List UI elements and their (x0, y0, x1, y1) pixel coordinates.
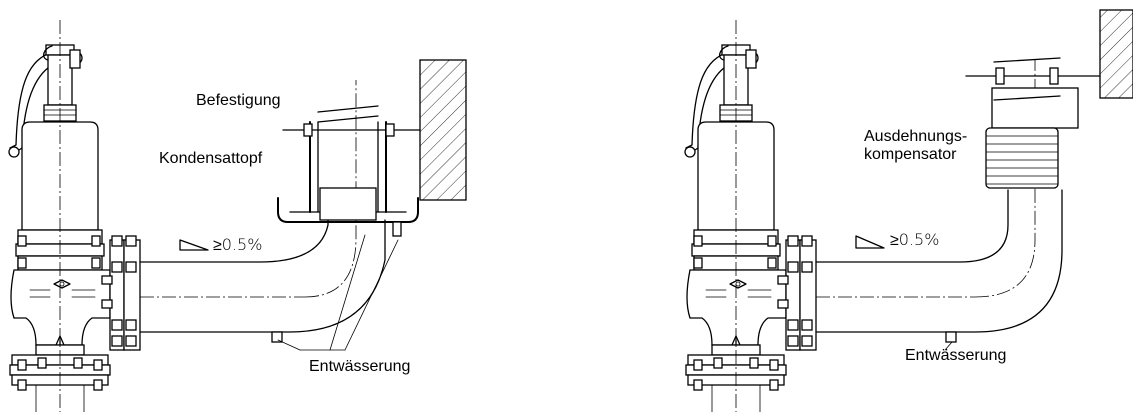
label-drainage-left: Entwässerung (309, 358, 411, 375)
label-condensate-pot: Kondensattopf (159, 150, 263, 167)
label-mounting: Befestigung (196, 92, 281, 109)
label-drainage-right: Entwässerung (905, 347, 1007, 364)
label-slope-left: ≥0.5% (213, 235, 263, 254)
left-assembly (8, 19, 467, 412)
label-slope-right: ≥0.5% (890, 230, 940, 249)
right-assembly (684, 9, 1133, 412)
label-compensator-line1: Ausdehnungs- (864, 128, 968, 145)
label-compensator-line2: kompensator (864, 146, 957, 163)
safety-valve-right (684, 19, 817, 412)
safety-valve-left (8, 19, 141, 412)
bellows (985, 127, 1059, 189)
